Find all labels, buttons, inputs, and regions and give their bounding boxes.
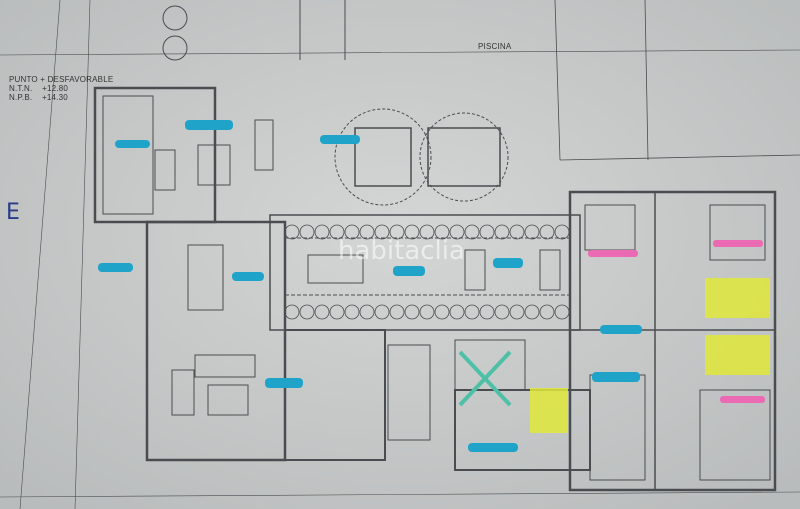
column-mark (494, 304, 510, 320)
column-mark (539, 224, 555, 240)
column-mark (554, 304, 570, 320)
column-mark (419, 224, 435, 240)
cyan-label-storage (493, 258, 523, 268)
column-mark (494, 224, 510, 240)
handwritten-mark: E (6, 200, 20, 225)
column-mark (404, 224, 420, 240)
column-mark (299, 224, 315, 240)
cyan-label-study (592, 372, 640, 382)
column-mark (344, 304, 360, 320)
cyan-label-kitchen (185, 120, 233, 130)
column-mark (299, 304, 315, 320)
yellow-bathroom-1 (705, 278, 770, 318)
column-mark (464, 304, 480, 320)
column-mark (359, 304, 375, 320)
level-note-npb: N.P.B. +14.30 (9, 93, 68, 102)
cyan-label-dining (232, 272, 264, 281)
column-mark (284, 304, 300, 320)
pink-label-bedroom-2 (713, 240, 763, 247)
pink-label-bedroom-1 (588, 250, 638, 257)
cyan-label-hall (468, 443, 518, 452)
cyan-label-living (265, 378, 303, 388)
cyan-label-porch (393, 266, 425, 276)
cyan-label-distributor (600, 325, 642, 334)
column-mark (284, 224, 300, 240)
column-mark (329, 224, 345, 240)
pink-label-bedroom-3 (720, 396, 765, 403)
column-mark (509, 304, 525, 320)
column-mark (389, 304, 405, 320)
column-mark (434, 224, 450, 240)
column-mark (539, 304, 555, 320)
level-note-title: PUNTO + DESFAVORABLE (9, 75, 114, 84)
column-mark (404, 304, 420, 320)
column-mark (329, 304, 345, 320)
column-mark (374, 224, 390, 240)
column-mark (479, 304, 495, 320)
column-mark (314, 304, 330, 320)
column-mark (449, 224, 465, 240)
column-mark (389, 224, 405, 240)
cyan-label-pantry (115, 140, 150, 148)
column-mark (524, 224, 540, 240)
column-mark (419, 304, 435, 320)
column-mark (434, 304, 450, 320)
column-mark (509, 224, 525, 240)
column-mark (314, 224, 330, 240)
column-mark (524, 304, 540, 320)
column-mark (554, 224, 570, 240)
yellow-bathroom-2 (705, 335, 770, 375)
column-mark (479, 224, 495, 240)
level-note-ntn: N.T.N. +12.80 (9, 84, 69, 93)
cyan-label-room (98, 263, 133, 272)
cyan-label-barbecue (320, 135, 360, 144)
column-mark (449, 304, 465, 320)
cross-mark (458, 350, 512, 407)
column-mark (359, 224, 375, 240)
column-mark (344, 224, 360, 240)
column-mark (374, 304, 390, 320)
pool-label: PISCINA (478, 42, 512, 51)
column-mark (464, 224, 480, 240)
yellow-bathroom-3 (530, 388, 568, 433)
watermark: habitaclia (338, 236, 465, 266)
